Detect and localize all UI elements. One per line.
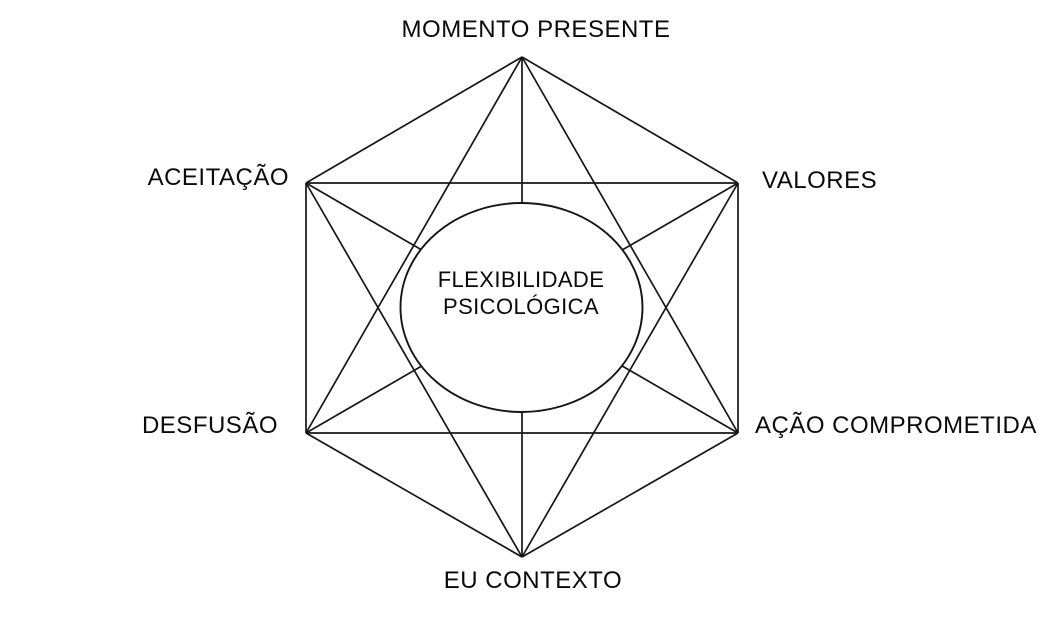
node-label-desfusao: DESFUSÃO [141, 412, 278, 439]
node-label-valores: VALORES [762, 167, 878, 194]
diagram-line [305, 56, 523, 184]
node-label-eu-contexto: EU CONTEXTO [443, 567, 623, 594]
center-circle [399, 202, 644, 413]
node-label-acao-comprometida: AÇÃO COMPROMETIDA [755, 412, 1037, 439]
diagram-line [305, 432, 523, 558]
diagram-line [521, 56, 739, 184]
node-label-aceitacao: ACEITAÇÃO [147, 164, 289, 191]
node-label-momento-presente: MOMENTO PRESENTE [401, 16, 671, 43]
center-label-line1: FLEXIBILIDADE [437, 267, 605, 292]
diagram-line [521, 432, 739, 558]
center-label-line2: PSICOLÓGICA [443, 294, 599, 319]
center-label: FLEXIBILIDADE PSICOLÓGICA [438, 266, 605, 320]
